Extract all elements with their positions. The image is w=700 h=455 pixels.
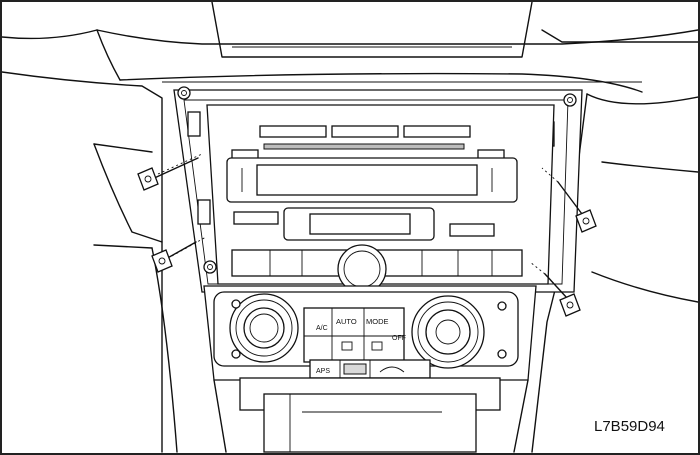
car-air-icon xyxy=(379,366,405,373)
button-auto-label: AUTO xyxy=(336,317,357,326)
mounting-bolts xyxy=(137,153,597,317)
lower-console xyxy=(213,377,529,453)
lower-button-strip: APS xyxy=(309,359,431,379)
left-dash-panel xyxy=(2,71,178,453)
bolt-bottom-left xyxy=(151,236,207,273)
defrost-rear-icon xyxy=(371,341,383,351)
button-ac-label: A/C xyxy=(316,325,328,332)
button-aps-label: APS xyxy=(316,368,330,375)
figure-code: L7B59D94 xyxy=(594,418,665,435)
bolt-top-left xyxy=(137,153,203,191)
recirculation-button xyxy=(343,363,367,375)
bolt-top-right xyxy=(541,167,597,233)
upper-dash-trim xyxy=(2,2,698,93)
defrost-front-icon xyxy=(341,341,353,351)
radio-unit xyxy=(206,104,555,294)
bolt-bottom-right xyxy=(529,261,581,317)
button-off-label: OFF xyxy=(392,335,406,342)
button-mode-label: MODE xyxy=(366,317,389,326)
hvac-buttons: A/C AUTO MODE OFF xyxy=(316,317,406,351)
